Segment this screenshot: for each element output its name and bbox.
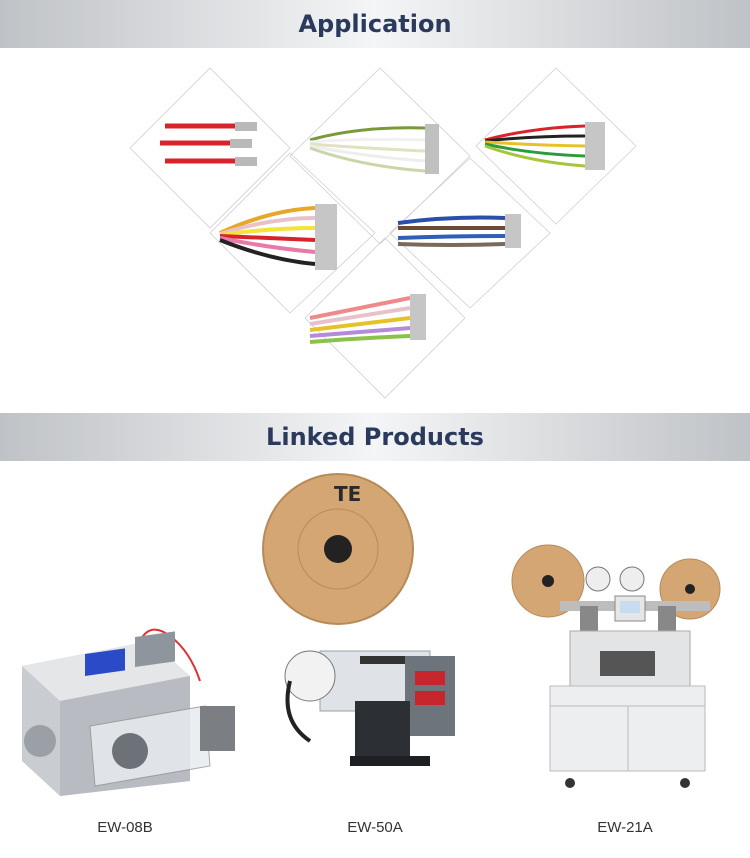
wire-harness-collage xyxy=(129,67,637,399)
application-banner: Application xyxy=(0,0,750,48)
product-name: EW-50A xyxy=(347,819,403,836)
product-name: EW-08B xyxy=(97,819,153,836)
application-image-collage xyxy=(0,48,750,413)
product-ew-08b[interactable]: EW-08B xyxy=(0,461,250,858)
wire-cutting-machine-image xyxy=(22,628,235,796)
product-name: EW-21A xyxy=(597,819,653,836)
multicolor-wire-set-a xyxy=(484,122,605,170)
linked-products-banner: Linked Products xyxy=(0,413,750,461)
linked-products-title: Linked Products xyxy=(266,423,484,451)
product-ew-50a[interactable]: TE EW-50A xyxy=(250,461,500,858)
double-end-crimping-machine-image xyxy=(511,544,721,788)
product-ew-21a[interactable]: EW-21A xyxy=(500,461,750,858)
reel-logo: TE xyxy=(334,482,361,506)
multicolor-wire-set-b xyxy=(219,204,337,270)
blue-brown-wire-set xyxy=(397,214,521,248)
application-title: Application xyxy=(298,10,452,38)
white-green-wire-set xyxy=(309,124,439,174)
pastel-wire-set xyxy=(309,294,426,344)
red-wire-set xyxy=(160,122,257,166)
linked-products-list: EW-08B TE EW-50A xyxy=(0,461,750,858)
terminal-crimping-machine-image: TE xyxy=(262,473,455,766)
